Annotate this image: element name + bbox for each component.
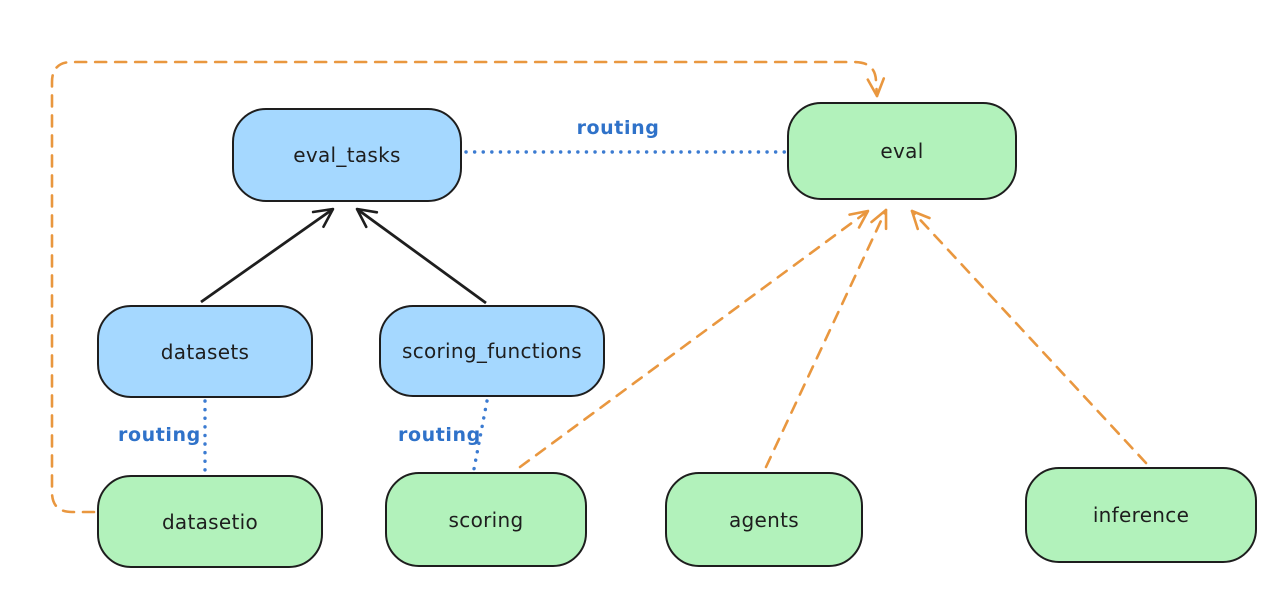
node-inference: inference: [1025, 467, 1257, 563]
node-inference-label: inference: [1092, 503, 1190, 527]
edge-routing-scoring-functions-to-scoring: [472, 399, 489, 471]
edge-scoring-functions-to-eval-tasks: [355, 207, 487, 305]
node-scoring-functions: scoring_functions: [379, 305, 605, 397]
node-eval-label: eval: [880, 139, 924, 163]
node-eval: eval: [787, 102, 1017, 200]
node-datasets: datasets: [97, 305, 313, 398]
edge-datasets-to-eval-tasks: [200, 207, 335, 304]
edge-label-routing-scoring: routing: [398, 424, 481, 446]
edge-datasetio-to-eval: [50, 60, 886, 514]
edge-agents-to-eval: [764, 208, 888, 469]
node-eval-tasks-label: eval_tasks: [293, 143, 401, 167]
node-eval-tasks: eval_tasks: [232, 108, 462, 202]
node-agents-label: agents: [729, 507, 799, 532]
node-datasetio-label: datasetio: [161, 509, 259, 534]
node-scoring-functions-label: scoring_functions: [401, 339, 583, 363]
node-agents: agents: [665, 472, 863, 567]
node-scoring: scoring: [385, 472, 587, 567]
edge-label-routing-datasets: routing: [118, 424, 201, 446]
node-scoring-label: scoring: [448, 507, 524, 532]
node-datasetio: datasetio: [97, 475, 323, 568]
edge-label-routing-top: routing: [576, 117, 660, 139]
edge-inference-to-eval: [910, 209, 1148, 465]
node-datasets-label: datasets: [160, 339, 250, 364]
edge-scoring-to-eval: [518, 209, 870, 469]
